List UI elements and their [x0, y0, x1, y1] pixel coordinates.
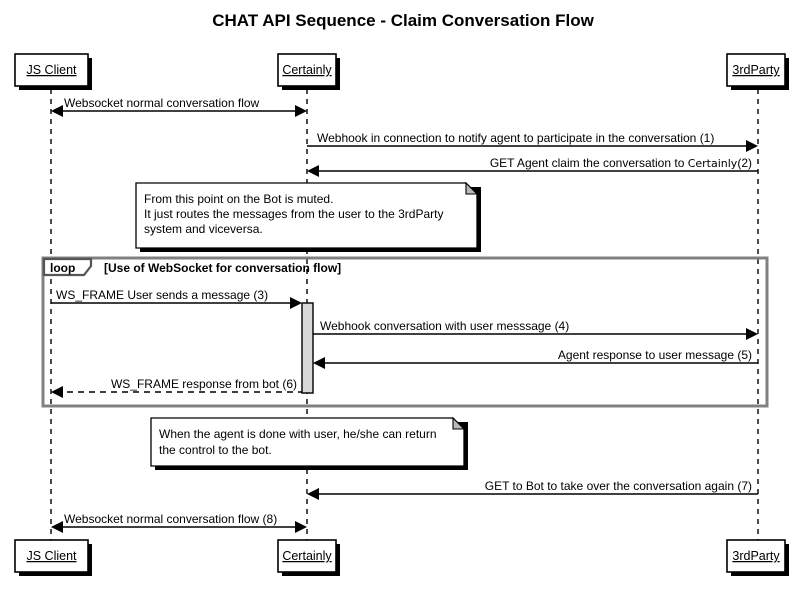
- arrowhead-left-7: [307, 488, 319, 500]
- note-bot-muted-line-0: From this point on the Bot is muted.: [144, 192, 333, 206]
- participant-label-thirdparty: 3rdParty: [732, 63, 780, 77]
- participant-footer-label-certainly: Certainly: [282, 549, 332, 563]
- loop-frame-label-box: [42, 257, 93, 277]
- message-ws-frame-user-sends: WS_FRAME User sends a message (3): [51, 288, 302, 309]
- message-label-3: WS_FRAME User sends a message (3): [56, 288, 268, 302]
- arrowhead-right-1: [746, 140, 758, 152]
- arrowhead-right-4: [746, 328, 758, 340]
- arrowhead-left-0: [51, 105, 63, 117]
- loop-frame: loop [Use of WebSocket for conversation …: [41, 256, 769, 408]
- loop-frame-condition: [Use of WebSocket for conversation flow]: [104, 261, 341, 275]
- message-label-2-post: (2): [737, 156, 752, 170]
- participant-footer-label-thirdparty: 3rdParty: [732, 549, 780, 563]
- note-return-control: When the agent is done with user, he/she…: [150, 416, 468, 470]
- message-webhook-in-connection: Webhook in connection to notify agent to…: [307, 131, 758, 152]
- message-get-to-bot-takeover: GET to Bot to take over the conversation…: [307, 479, 758, 500]
- participant-footer-js-client[interactable]: JS Client: [14, 539, 92, 576]
- message-label-2-pre: GET Agent claim the conversation to: [490, 156, 688, 170]
- loop-frame-border: [41, 256, 769, 408]
- note-bot-muted: From this point on the Bot is muted. It …: [135, 181, 481, 252]
- arrowhead-left-6: [51, 386, 63, 398]
- note-return-control-line-1: the control to the bot.: [159, 443, 272, 457]
- participant-footer-certainly[interactable]: Certainly: [277, 539, 340, 576]
- page-title: CHAT API Sequence - Claim Conversation F…: [212, 11, 594, 30]
- message-get-agent-claim: GET Agent claim the conversation to Cert…: [307, 156, 758, 177]
- note-bot-muted-line-1: It just routes the messages from the use…: [144, 207, 443, 221]
- note-bot-muted-line-2: system and viceversa.: [144, 222, 263, 236]
- participant-label-js-client: JS Client: [26, 63, 77, 77]
- participant-header-certainly[interactable]: Certainly: [277, 53, 340, 90]
- arrowhead-right-0: [295, 105, 307, 117]
- message-label-7: GET to Bot to take over the conversation…: [485, 479, 752, 493]
- participant-header-js-client[interactable]: JS Client: [14, 53, 92, 90]
- message-websocket-normal-flow-8: Websocket normal conversation flow (8): [51, 512, 307, 533]
- message-label-1: Webhook in connection to notify agent to…: [317, 131, 714, 145]
- note-return-control-body: [150, 417, 465, 467]
- participant-footer-label-js-client: JS Client: [26, 549, 77, 563]
- activation-bar-certainly: [301, 302, 314, 394]
- arrowhead-left-2: [307, 165, 319, 177]
- note-fold-corner-icon: [465, 181, 479, 195]
- message-label-0: Websocket normal conversation flow: [64, 96, 260, 110]
- arrowhead-right-3: [290, 297, 302, 309]
- message-ws-frame-response: WS_FRAME response from bot (6): [51, 377, 302, 398]
- loop-frame-label: loop: [50, 261, 75, 275]
- message-label-6: WS_FRAME response from bot (6): [111, 377, 297, 391]
- message-label-5: Agent response to user message (5): [558, 348, 752, 362]
- message-label-8: Websocket normal conversation flow (8): [64, 512, 277, 526]
- message-label-2-alt: Certainly: [688, 157, 738, 170]
- arrowhead-left-8: [51, 521, 63, 533]
- arrowhead-left-5: [313, 357, 325, 369]
- participant-label-certainly: Certainly: [282, 63, 332, 77]
- arrowhead-right-8: [295, 521, 307, 533]
- message-websocket-normal-flow: Websocket normal conversation flow: [51, 96, 307, 117]
- message-label-4: Webhook conversation with user messsage …: [320, 319, 569, 333]
- note-return-control-line-0: When the agent is done with user, he/she…: [159, 427, 437, 441]
- message-webhook-conversation: Webhook conversation with user messsage …: [313, 319, 758, 340]
- message-label-2: GET Agent claim the conversation to Cert…: [490, 156, 752, 170]
- participant-header-thirdparty[interactable]: 3rdParty: [726, 53, 789, 90]
- participant-footer-thirdparty[interactable]: 3rdParty: [726, 539, 789, 576]
- note-bot-muted-body: [135, 182, 478, 249]
- message-agent-response: Agent response to user message (5): [313, 348, 758, 369]
- note-fold-corner-icon-2: [452, 416, 466, 430]
